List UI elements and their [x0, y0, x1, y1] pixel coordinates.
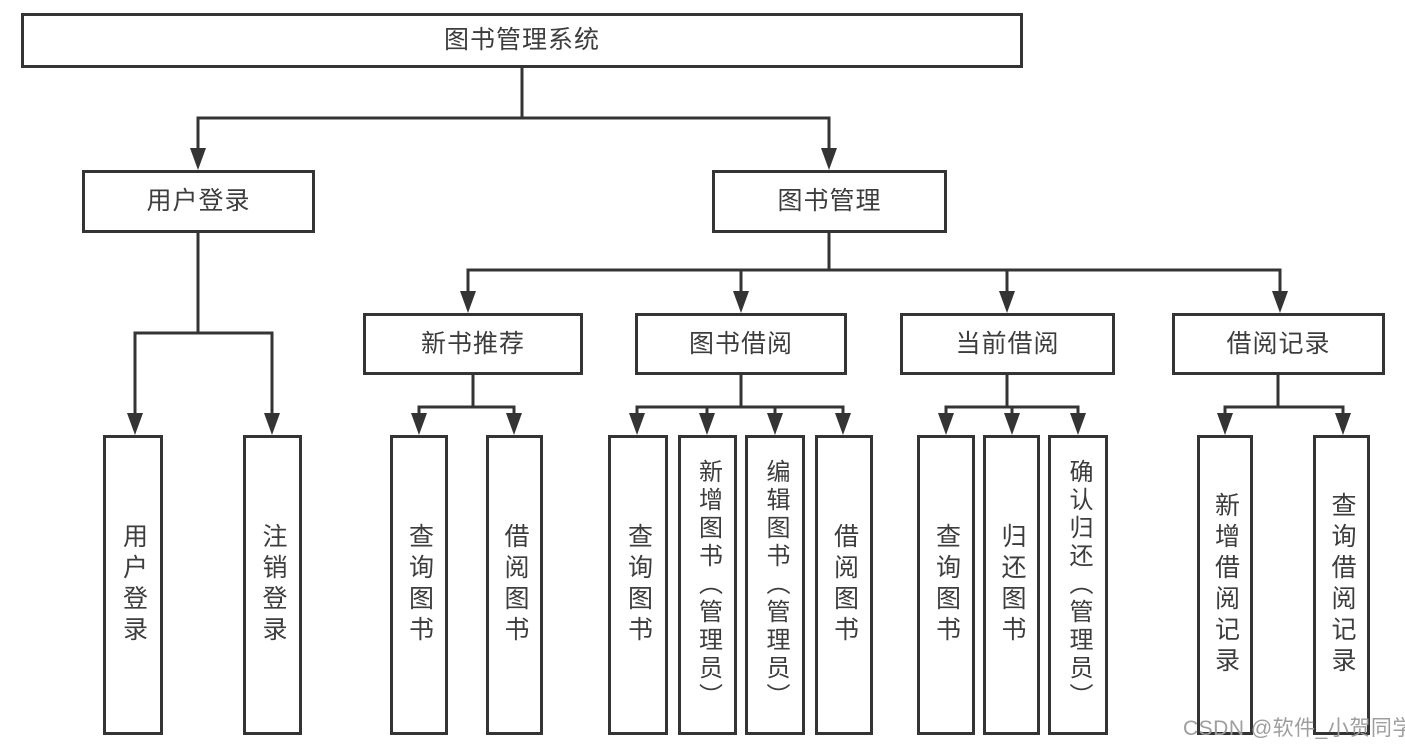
- arrowheads-user-login-branch: [127, 413, 280, 435]
- arrowheads-borrow-records-branch: [1217, 413, 1351, 435]
- node-new-book-rec-label: 新书推荐: [420, 329, 525, 358]
- leaf-add-books-admin-label: 新增图书（管理员）: [694, 459, 722, 711]
- arrowheads-new-book-branch: [411, 413, 522, 435]
- leaf-logout: 注销登录: [243, 435, 302, 735]
- leaf-add-borrow-record: 新增借阅记录: [1197, 435, 1253, 735]
- leaf-return-books-label: 归还图书: [998, 523, 1026, 647]
- leaf-add-books-admin: 新增图书（管理员）: [678, 435, 737, 735]
- node-current-borrow: 当前借阅: [900, 313, 1115, 375]
- connector-book-mgmt-branch: [466, 233, 1282, 291]
- node-borrow-records: 借阅记录: [1172, 313, 1385, 375]
- connector-root-branch: [196, 68, 831, 148]
- connector-borrow-records-branch: [1223, 375, 1345, 413]
- connector-current-borrow-branch: [944, 375, 1080, 413]
- leaf-borrow-books-label: 借阅图书: [830, 523, 859, 647]
- connector-new-book-branch: [417, 375, 516, 413]
- node-borrow-records-label: 借阅记录: [1226, 329, 1331, 358]
- leaf-current-query-books: 查询图书: [917, 435, 975, 735]
- arrowheads-root-branch: [190, 148, 837, 170]
- node-root: 图书管理系统: [21, 13, 1023, 68]
- node-book-mgmt-label: 图书管理: [777, 187, 882, 215]
- leaf-borrow-query-books-label: 查询图书: [624, 523, 653, 647]
- leaf-query-borrow-record: 查询借阅记录: [1313, 435, 1370, 735]
- node-book-borrow: 图书借阅: [635, 313, 847, 375]
- arrowheads-book-mgmt-branch: [460, 291, 1288, 313]
- node-current-borrow-label: 当前借阅: [955, 329, 1060, 358]
- leaf-user-login: 用户登录: [103, 435, 163, 735]
- leaf-add-borrow-record-label: 新增借阅记录: [1211, 492, 1240, 678]
- leaf-borrow-books: 借阅图书: [815, 435, 873, 735]
- leaf-confirm-return-admin: 确认归还（管理员）: [1048, 435, 1108, 735]
- leaf-user-login-label: 用户登录: [119, 523, 148, 647]
- arrowheads-current-borrow-branch: [938, 413, 1086, 435]
- leaf-borrow-query-books: 查询图书: [608, 435, 668, 735]
- node-new-book-rec: 新书推荐: [363, 313, 583, 375]
- node-user-login-label: 用户登录: [146, 187, 251, 215]
- leaf-query-borrow-record-label: 查询借阅记录: [1328, 492, 1356, 678]
- arrowheads-book-borrow-branch: [629, 413, 851, 435]
- leaf-current-query-books-label: 查询图书: [932, 523, 961, 647]
- csdn-watermark: CSDN @软件_小贺同学: [1183, 717, 1405, 740]
- node-book-borrow-label: 图书借阅: [688, 329, 793, 358]
- leaf-edit-books-admin-label: 编辑图书（管理员）: [762, 459, 789, 711]
- connector-book-borrow-branch: [635, 375, 845, 413]
- leaf-edit-books-admin: 编辑图书（管理员）: [745, 435, 805, 735]
- leaf-return-books: 归还图书: [983, 435, 1040, 735]
- leaf-rec-borrow-books: 借阅图书: [486, 435, 543, 735]
- leaf-confirm-return-admin-label: 确认归还（管理员）: [1065, 459, 1092, 711]
- node-root-label: 图书管理系统: [443, 26, 600, 54]
- node-user-login: 用户登录: [82, 170, 315, 233]
- leaf-logout-label: 注销登录: [259, 523, 287, 647]
- leaf-rec-query-books: 查询图书: [390, 435, 448, 735]
- connector-user-login-branch: [133, 233, 274, 413]
- node-book-mgmt: 图书管理: [712, 170, 947, 233]
- leaf-rec-query-books-label: 查询图书: [405, 523, 434, 647]
- leaf-rec-borrow-books-label: 借阅图书: [501, 523, 529, 647]
